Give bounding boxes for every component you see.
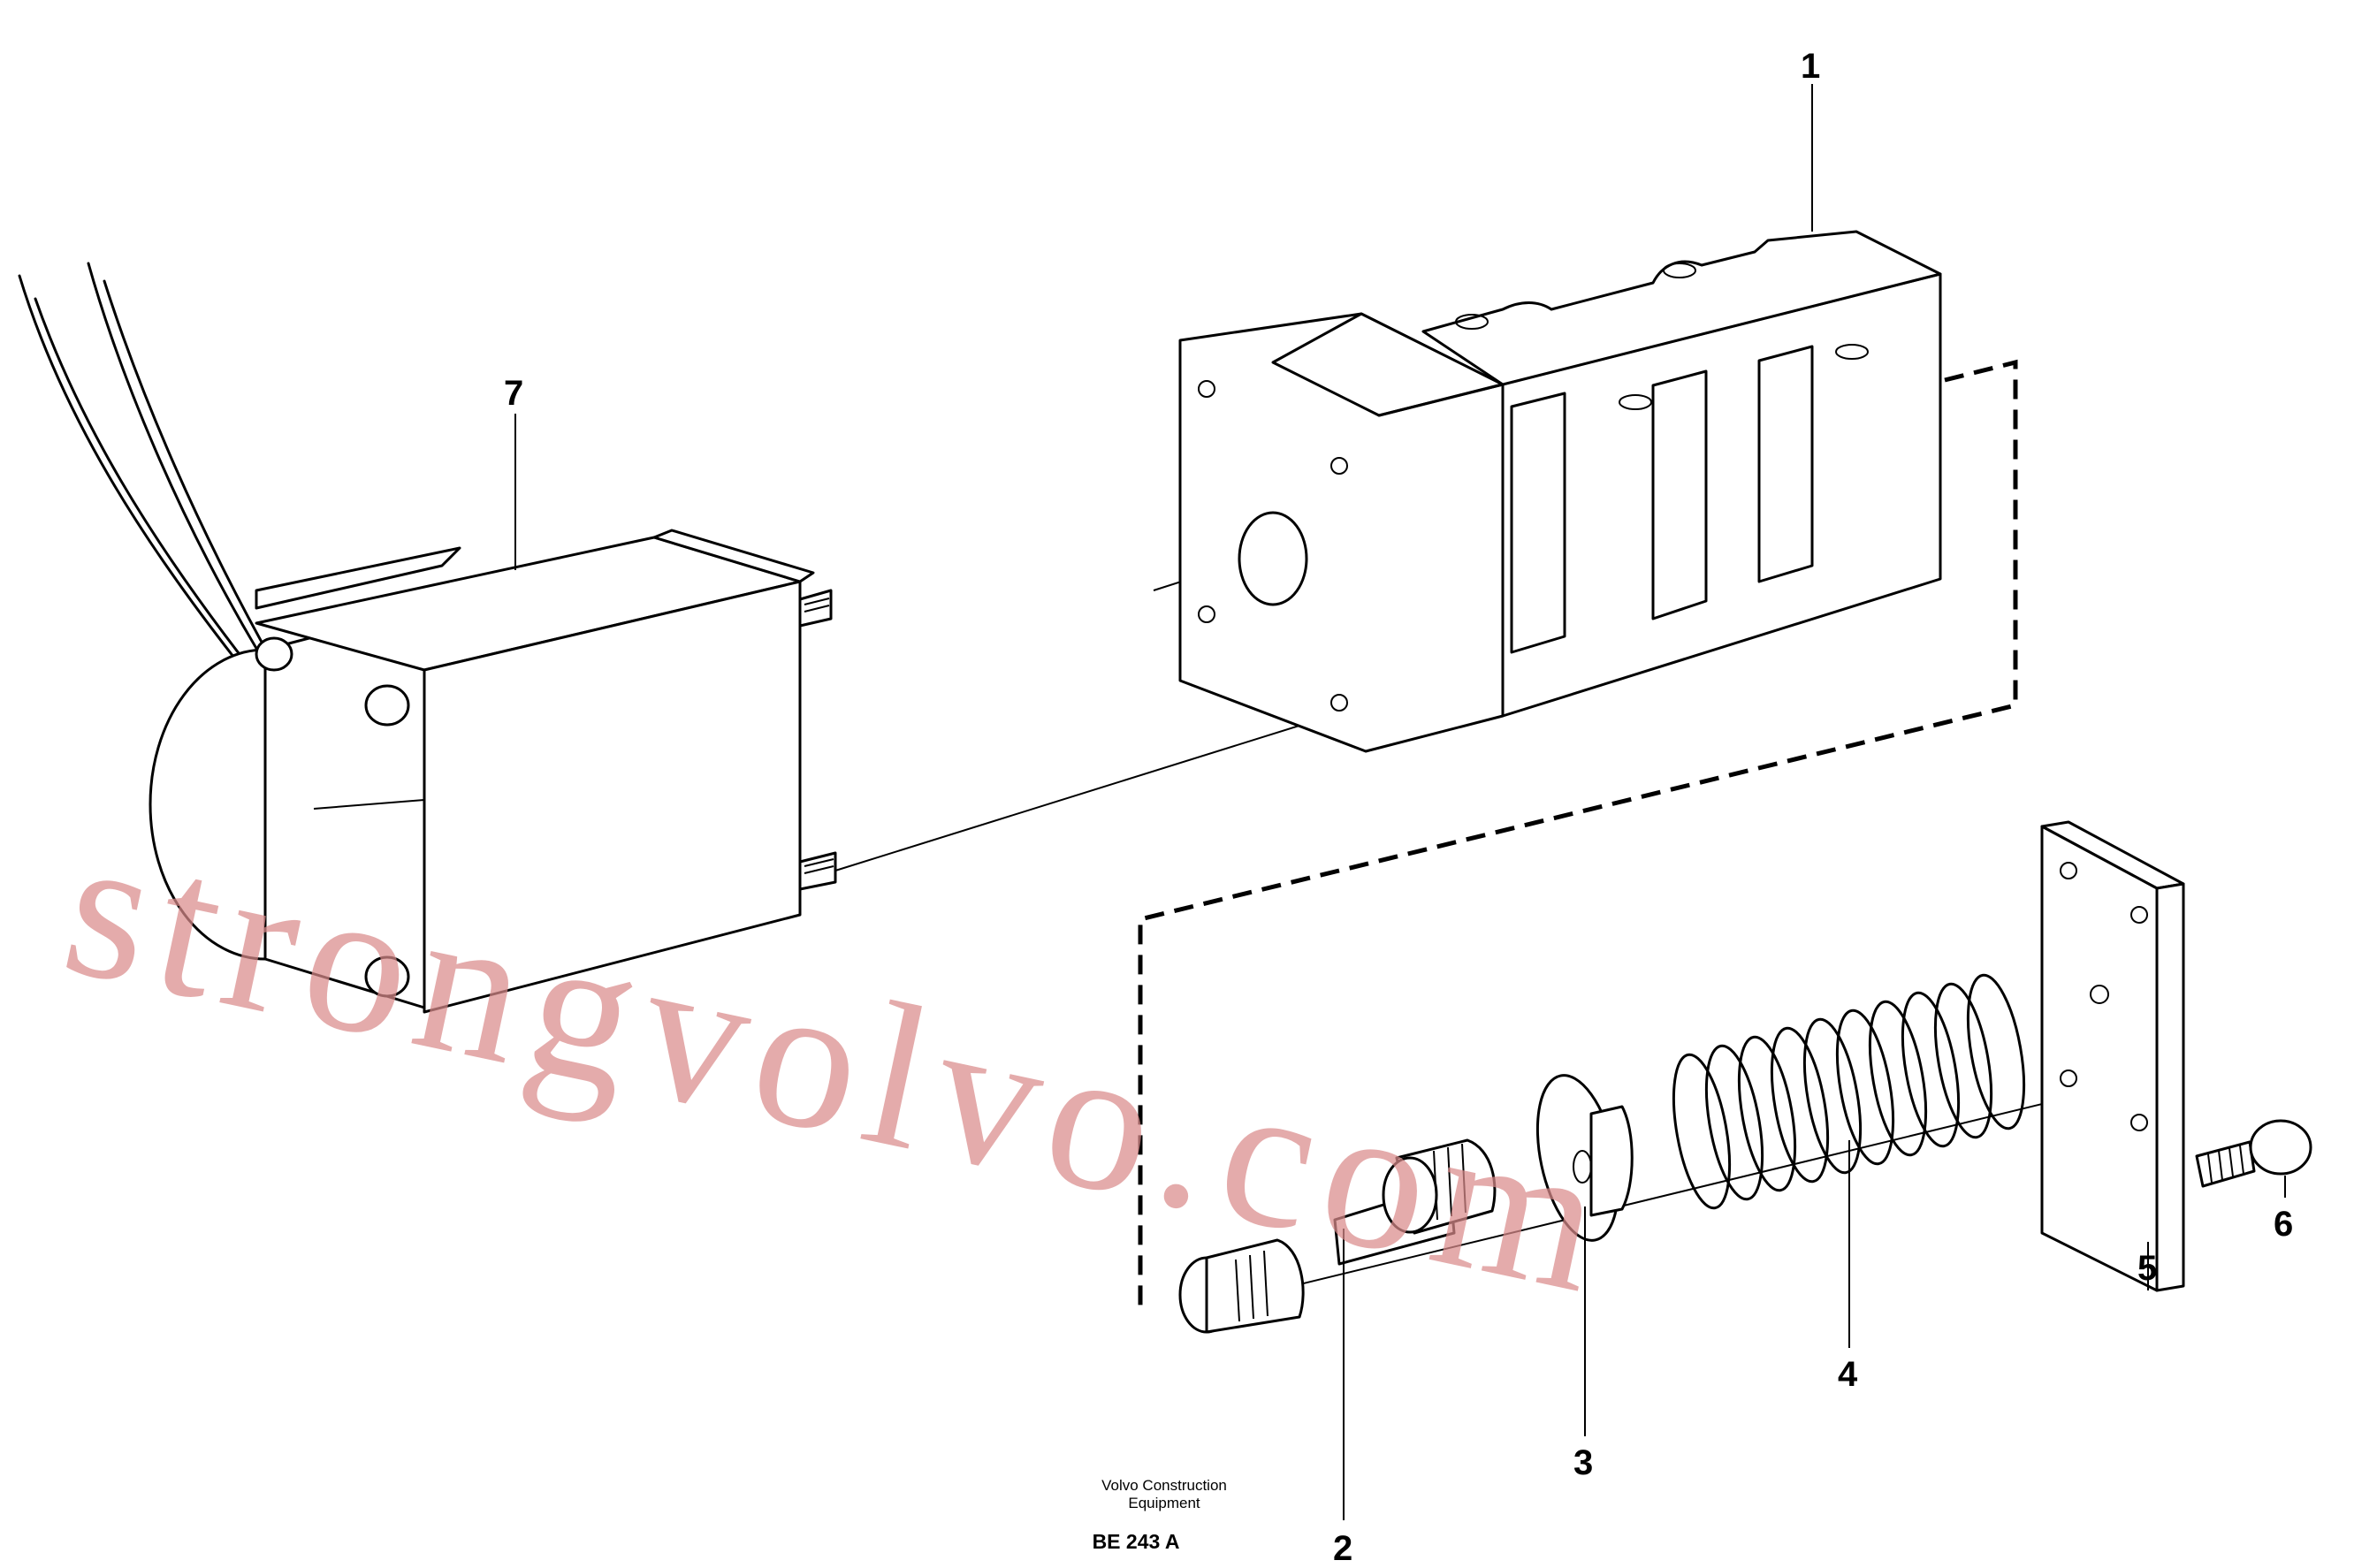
part-7-solenoid	[149, 529, 837, 1014]
cables	[18, 262, 274, 666]
callout-5: 5	[2137, 1249, 2157, 1288]
footer-line-2: Equipment	[1128, 1495, 1200, 1511]
part-6-screw	[2195, 1119, 2312, 1188]
footer-line-1: Volvo Construction	[1101, 1477, 1227, 1494]
drawing-code: BE 243 A	[1093, 1530, 1180, 1553]
part-4-spring	[1672, 973, 2026, 1210]
part-3-spring-seat	[1535, 1074, 1634, 1242]
part-2-spool	[1178, 1138, 1497, 1334]
watermark: strongvolvo.com	[48, 790, 1631, 1339]
callout-3: 3	[1573, 1443, 1593, 1482]
callout-2: 2	[1333, 1529, 1352, 1568]
assembly-boundary	[1138, 359, 2018, 1308]
callout-1: 1	[1801, 47, 1820, 86]
part-1-valve-body	[1178, 230, 1942, 753]
leader-lines	[514, 84, 2286, 1520]
callout-6: 6	[2274, 1205, 2293, 1244]
callout-7: 7	[504, 374, 523, 413]
part-5-cover-plate	[2040, 820, 2185, 1292]
callout-4: 4	[1838, 1355, 1858, 1394]
